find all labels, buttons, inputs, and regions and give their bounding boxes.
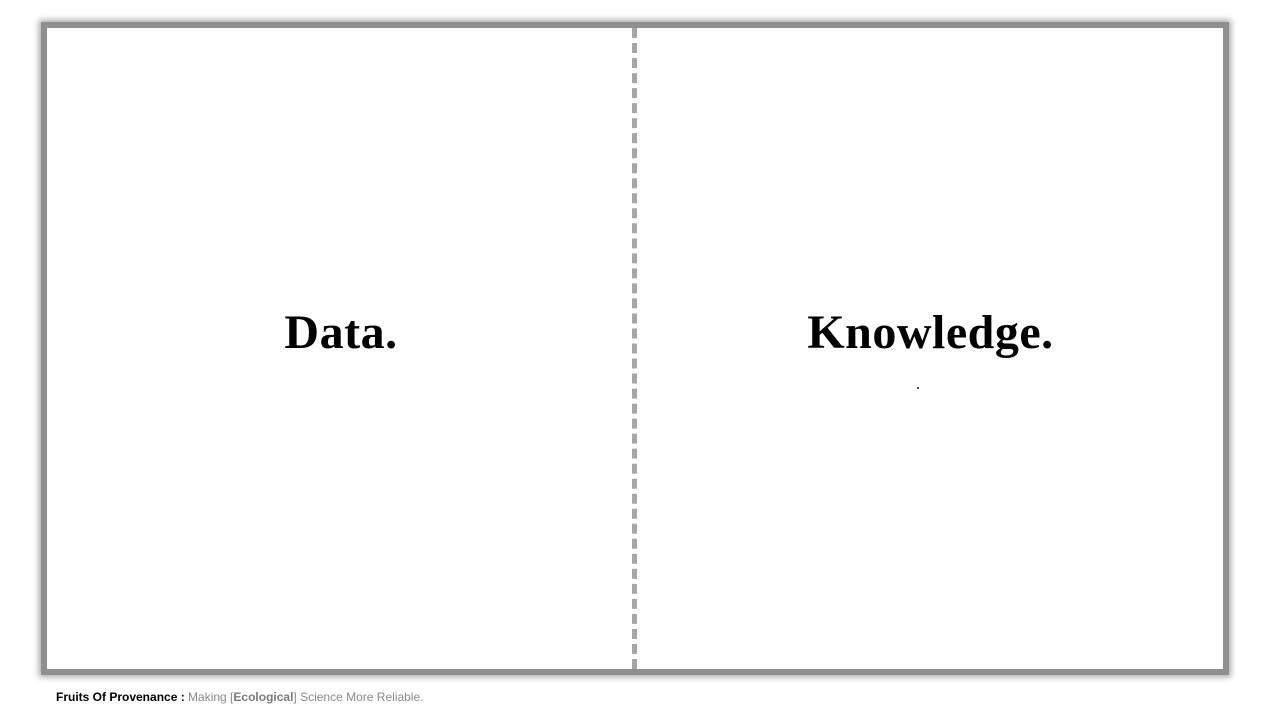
footer-emphasis: Ecological <box>233 690 294 704</box>
footer-text-after: ] Science More Reliable. <box>293 690 424 704</box>
footer-text-before: Making [ <box>184 690 234 704</box>
speck-mark <box>917 387 919 389</box>
dashed-divider <box>632 28 637 669</box>
left-panel: Data. <box>47 28 635 669</box>
slide-frame: Data. Knowledge. <box>41 22 1229 675</box>
slide-footer: Fruits Of Provenance : Making [Ecologica… <box>56 690 423 704</box>
left-word: Data. <box>284 306 398 359</box>
right-panel: Knowledge. <box>638 28 1223 669</box>
footer-brand: Fruits Of Provenance : <box>56 690 185 704</box>
right-word: Knowledge. <box>807 306 1054 359</box>
